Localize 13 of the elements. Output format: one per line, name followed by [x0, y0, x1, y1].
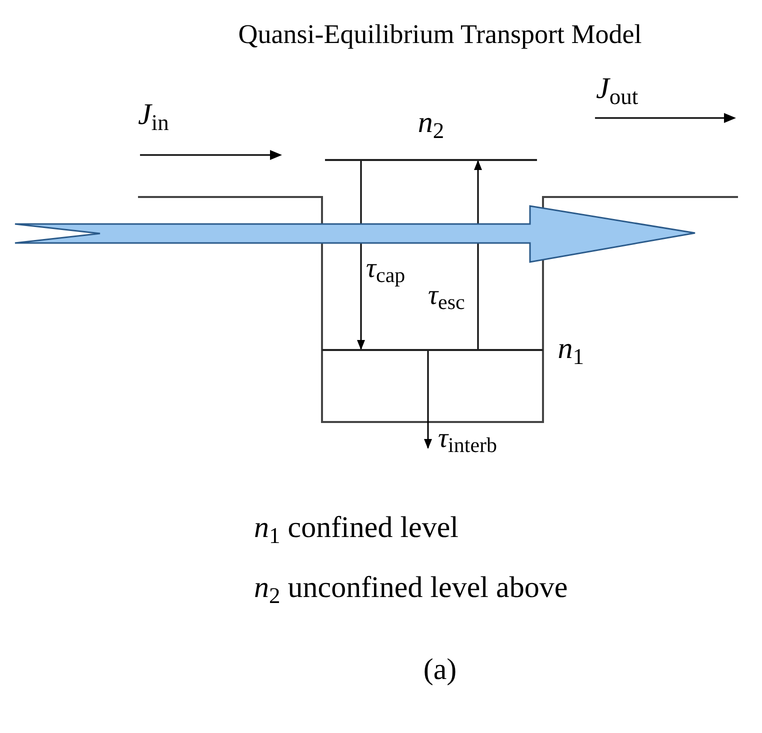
text-label: n$_{1}$ confined level [254, 513, 459, 543]
arrow [357, 161, 365, 350]
arrow [424, 349, 432, 449]
text-label: J$_{out}$ [596, 74, 638, 104]
level-label: n$_{1}$ [558, 334, 584, 364]
figure-caption: (a) [422, 655, 458, 685]
diagram-title: Quansi-Equilibrium Transport Model [237, 18, 643, 51]
edge-label: τ$_{interb}$ [438, 425, 498, 453]
text-label: J$_{in}$ [138, 100, 169, 130]
level-label: n$_{2}$ [416, 108, 446, 138]
edge-label: τ$_{esc}$ [428, 282, 465, 310]
text-label: n$_{2}$ unconfined level above [254, 573, 568, 603]
arrow [474, 160, 482, 349]
